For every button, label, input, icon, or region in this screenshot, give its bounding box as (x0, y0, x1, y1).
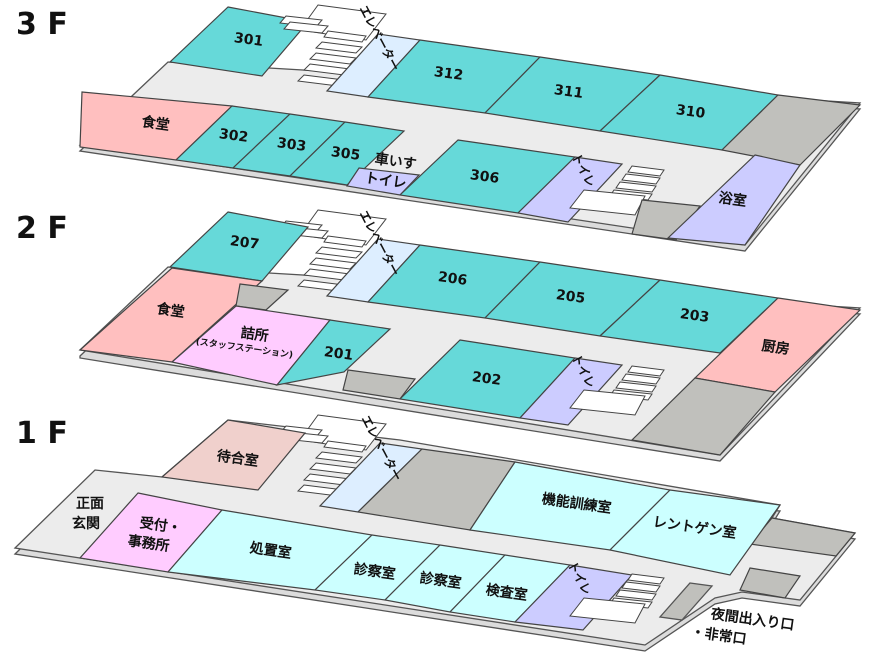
label-206: 206 (437, 269, 468, 289)
toilet[interactable] (513, 564, 634, 631)
floor-label-2f: 2 F (16, 211, 68, 246)
label-302: 302 (218, 126, 249, 146)
floor-label-3f: 3 F (16, 7, 68, 42)
room-301[interactable] (168, 6, 310, 77)
label-entrance-2: 玄関 (72, 515, 100, 532)
waiting-room[interactable] (160, 419, 307, 491)
label-accessible-2: トイレ (364, 170, 408, 192)
label-exam-2: 診察室 (419, 569, 463, 592)
label-306: 306 (469, 167, 500, 187)
service-area (630, 377, 777, 456)
label-entrance-1: 正面 (76, 496, 104, 512)
label-reception-2: 事務所 (127, 532, 171, 555)
label-dining: 食堂 (156, 300, 186, 321)
label-bath: 浴室 (718, 189, 748, 210)
label-exam-1: 診察室 (353, 560, 397, 583)
night-exit[interactable] (658, 582, 714, 621)
label-203: 203 (679, 306, 710, 326)
label-310: 310 (675, 102, 706, 122)
floor-3f: 3 F 301 312 311 310 食堂 302 303 305 車いす ト… (16, 3, 862, 252)
label-301: 301 (233, 30, 264, 50)
label-station: 詰所 (240, 324, 270, 345)
label-201: 201 (323, 344, 354, 364)
label-accessible-1: 車いす (374, 150, 418, 173)
label-205: 205 (555, 287, 586, 307)
label-reception-1: 受付・ (139, 514, 183, 537)
toilet[interactable] (518, 357, 624, 426)
label-312: 312 (433, 64, 464, 84)
label-207: 207 (229, 233, 260, 253)
room-201[interactable] (275, 319, 392, 386)
label-treatment: 処置室 (248, 539, 293, 562)
label-lab: 検査室 (485, 581, 529, 604)
label-303: 303 (276, 135, 307, 155)
label-202: 202 (471, 369, 502, 389)
label-305: 305 (330, 144, 361, 164)
service-area (739, 567, 802, 599)
label-dining: 食堂 (141, 113, 171, 134)
label-night-exit-2: ・非常口 (690, 623, 748, 648)
label-waiting: 待合室 (216, 447, 260, 470)
toilet[interactable] (516, 156, 624, 223)
label-kitchen: 厨房 (761, 337, 791, 358)
room-203[interactable] (598, 279, 780, 354)
floor-label-1f: 1 F (16, 416, 68, 451)
floor-2f: 2 F 207 206 205 203 厨房 食堂 詰所 (スタッフステーション… (16, 208, 862, 462)
bathroom[interactable] (666, 154, 801, 246)
xray-room[interactable] (608, 489, 782, 576)
label-311: 311 (553, 82, 584, 102)
